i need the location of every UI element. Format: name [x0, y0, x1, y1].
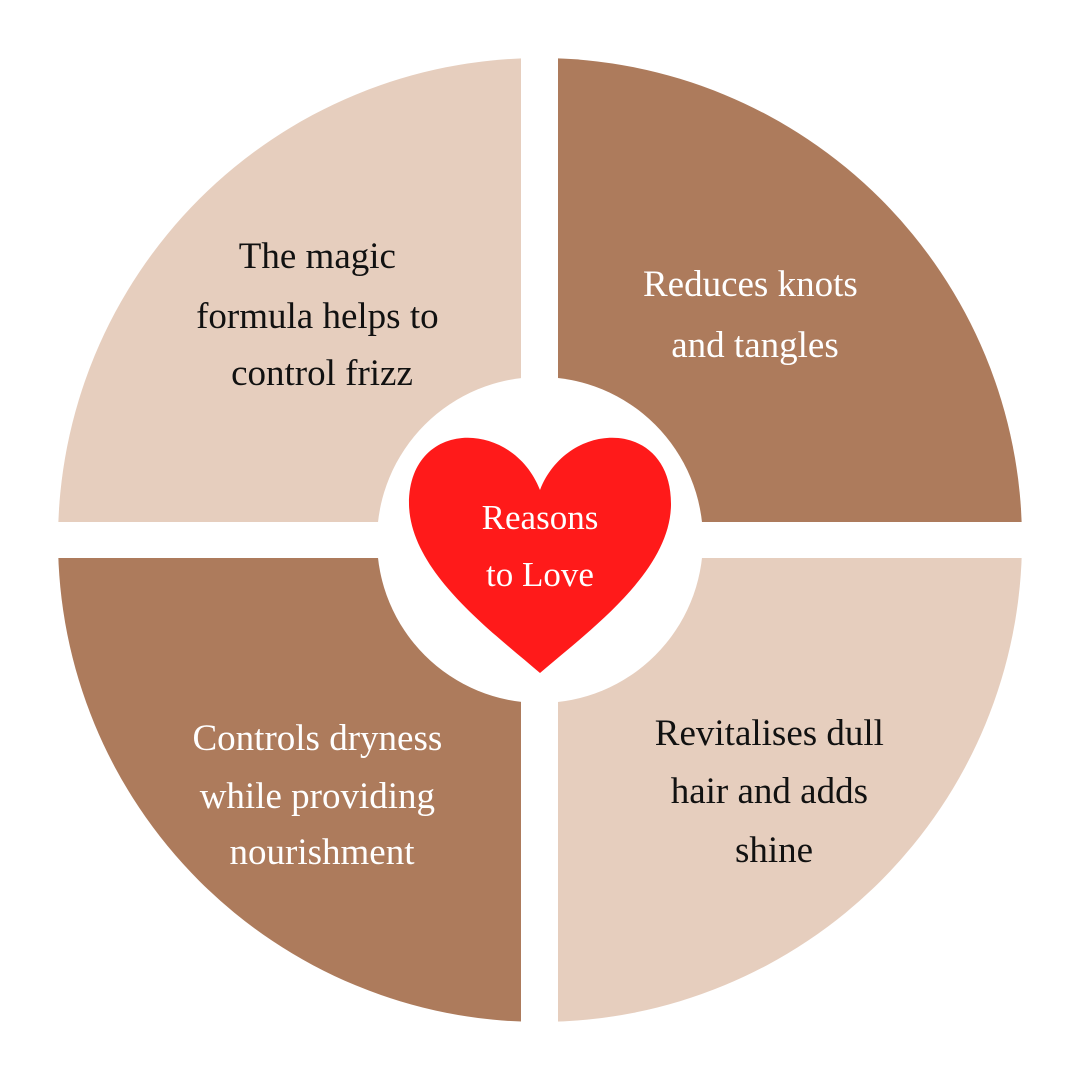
- bottom-left-text: Controls dryness while providing nourish…: [193, 718, 452, 873]
- quadrant-top-left: [58, 58, 540, 540]
- top-left-text: The magic formula helps to control frizz: [196, 236, 448, 394]
- bottom-right-text: Revitalises dull hair and adds shine: [655, 713, 893, 871]
- quadrant-top-right: [540, 58, 1022, 540]
- center-title-line2: to Love: [486, 555, 594, 594]
- quadrant-bottom-left: [58, 540, 540, 1022]
- heart-icon: [408, 437, 672, 673]
- top-right-text: Reduces knots and tangles: [643, 264, 867, 366]
- quadrant-bottom-right: [540, 540, 1022, 1022]
- center-title-line1: Reasons: [482, 498, 599, 537]
